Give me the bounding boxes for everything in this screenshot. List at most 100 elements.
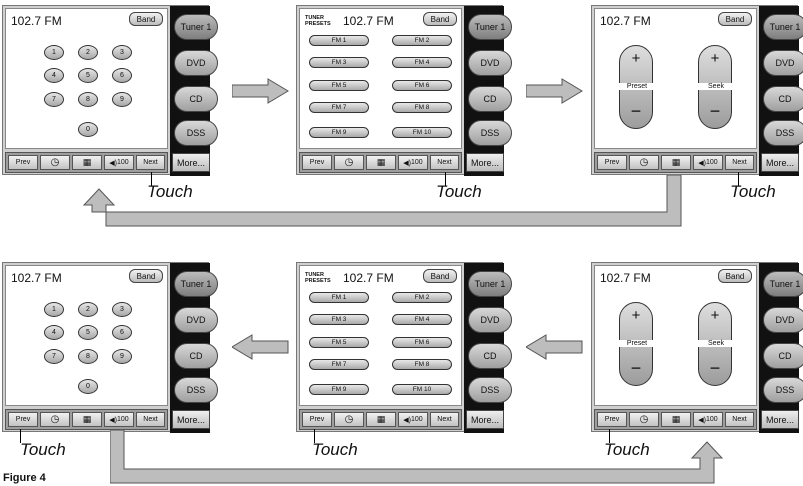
source-tuner-1-button[interactable]: Tuner 1 [763, 271, 803, 297]
source-cd-button[interactable]: CD [174, 343, 218, 369]
keypad-key-4[interactable]: 4 [44, 325, 64, 340]
preset-fm-5-button[interactable]: FM 5 [309, 337, 369, 348]
keypad-key-3[interactable]: 3 [112, 302, 132, 317]
remote-icon[interactable]: ▦ [72, 412, 102, 427]
volume-button[interactable]: ◀)100 [104, 155, 134, 170]
source-cd-button[interactable]: CD [468, 343, 512, 369]
source-dvd-button[interactable]: DVD [763, 50, 803, 76]
preset-rocker[interactable]: + Preset − [616, 302, 658, 386]
preset-up-button[interactable]: + [631, 50, 641, 67]
remote-icon[interactable]: ▦ [661, 155, 691, 170]
seek-rocker[interactable]: + Seek − [695, 302, 737, 386]
source-dvd-button[interactable]: DVD [763, 307, 803, 333]
remote-icon[interactable]: ▦ [72, 155, 102, 170]
keypad-key-6[interactable]: 6 [112, 325, 132, 340]
source-tuner-1-button[interactable]: Tuner 1 [468, 271, 512, 297]
source-dvd-button[interactable]: DVD [468, 50, 512, 76]
remote-icon[interactable]: ▦ [366, 412, 396, 427]
timer-icon[interactable]: ◷ [40, 155, 70, 170]
source-dss-button[interactable]: DSS [468, 377, 512, 403]
preset-fm-2-button[interactable]: FM 2 [392, 292, 452, 303]
next-button[interactable]: Next [136, 155, 165, 170]
preset-fm-8-button[interactable]: FM 8 [392, 102, 452, 113]
prev-button[interactable]: Prev [302, 155, 332, 170]
next-button[interactable]: Next [430, 412, 459, 427]
timer-icon[interactable]: ◷ [334, 155, 364, 170]
keypad-key-3[interactable]: 3 [112, 45, 132, 60]
source-dss-button[interactable]: DSS [174, 377, 218, 403]
source-tuner-1-button[interactable]: Tuner 1 [468, 14, 512, 40]
source-dss-button[interactable]: DSS [468, 120, 512, 146]
band-button[interactable]: Band [423, 12, 457, 26]
prev-button[interactable]: Prev [597, 412, 627, 427]
remote-icon[interactable]: ▦ [661, 412, 691, 427]
next-button[interactable]: Next [725, 412, 754, 427]
seek-rocker[interactable]: + Seek − [695, 45, 737, 129]
preset-down-button[interactable]: − [630, 101, 642, 121]
volume-button[interactable]: ◀)100 [104, 412, 134, 427]
volume-button[interactable]: ◀)100 [398, 412, 428, 427]
seek-down-button[interactable]: − [709, 358, 721, 378]
keypad-key-1[interactable]: 1 [44, 45, 64, 60]
preset-fm-4-button[interactable]: FM 4 [392, 57, 452, 68]
seek-up-button[interactable]: + [710, 307, 720, 324]
keypad-key-2[interactable]: 2 [78, 302, 98, 317]
next-button[interactable]: Next [725, 155, 754, 170]
preset-fm-3-button[interactable]: FM 3 [309, 314, 369, 325]
source-cd-button[interactable]: CD [174, 86, 218, 112]
preset-fm-4-button[interactable]: FM 4 [392, 314, 452, 325]
keypad-key-1[interactable]: 1 [44, 302, 64, 317]
timer-icon[interactable]: ◷ [629, 155, 659, 170]
preset-fm-1-button[interactable]: FM 1 [309, 35, 369, 46]
preset-fm-8-button[interactable]: FM 8 [392, 359, 452, 370]
band-button[interactable]: Band [129, 269, 163, 283]
prev-button[interactable]: Prev [8, 155, 38, 170]
more-button[interactable]: More... [172, 153, 210, 172]
timer-icon[interactable]: ◷ [334, 412, 364, 427]
keypad-key-8[interactable]: 8 [78, 92, 98, 107]
volume-button[interactable]: ◀)100 [693, 412, 723, 427]
preset-fm-1-button[interactable]: FM 1 [309, 292, 369, 303]
more-button[interactable]: More... [761, 410, 799, 429]
keypad-key-0[interactable]: 0 [78, 122, 98, 137]
preset-up-button[interactable]: + [631, 307, 641, 324]
prev-button[interactable]: Prev [302, 412, 332, 427]
seek-down-button[interactable]: − [709, 101, 721, 121]
more-button[interactable]: More... [172, 410, 210, 429]
volume-button[interactable]: ◀)100 [398, 155, 428, 170]
keypad-key-0[interactable]: 0 [78, 379, 98, 394]
source-dvd-button[interactable]: DVD [174, 50, 218, 76]
source-dvd-button[interactable]: DVD [468, 307, 512, 333]
band-button[interactable]: Band [718, 12, 752, 26]
keypad-key-6[interactable]: 6 [112, 68, 132, 83]
preset-down-button[interactable]: − [630, 358, 642, 378]
band-button[interactable]: Band [718, 269, 752, 283]
prev-button[interactable]: Prev [597, 155, 627, 170]
seek-up-button[interactable]: + [710, 50, 720, 67]
preset-fm-10-button[interactable]: FM 10 [392, 127, 452, 138]
source-tuner-1-button[interactable]: Tuner 1 [174, 14, 218, 40]
source-dss-button[interactable]: DSS [763, 377, 803, 403]
preset-fm-6-button[interactable]: FM 6 [392, 80, 452, 91]
source-dss-button[interactable]: DSS [174, 120, 218, 146]
keypad-key-9[interactable]: 9 [112, 92, 132, 107]
keypad-key-9[interactable]: 9 [112, 349, 132, 364]
preset-fm-9-button[interactable]: FM 9 [309, 127, 369, 138]
preset-fm-5-button[interactable]: FM 5 [309, 80, 369, 91]
more-button[interactable]: More... [761, 153, 799, 172]
preset-fm-9-button[interactable]: FM 9 [309, 384, 369, 395]
remote-icon[interactable]: ▦ [366, 155, 396, 170]
band-button[interactable]: Band [423, 269, 457, 283]
keypad-key-7[interactable]: 7 [44, 92, 64, 107]
preset-fm-10-button[interactable]: FM 10 [392, 384, 452, 395]
source-cd-button[interactable]: CD [468, 86, 512, 112]
more-button[interactable]: More... [466, 153, 504, 172]
preset-fm-7-button[interactable]: FM 7 [309, 359, 369, 370]
preset-fm-7-button[interactable]: FM 7 [309, 102, 369, 113]
timer-icon[interactable]: ◷ [40, 412, 70, 427]
source-tuner-1-button[interactable]: Tuner 1 [763, 14, 803, 40]
keypad-key-7[interactable]: 7 [44, 349, 64, 364]
preset-fm-2-button[interactable]: FM 2 [392, 35, 452, 46]
keypad-key-4[interactable]: 4 [44, 68, 64, 83]
preset-fm-3-button[interactable]: FM 3 [309, 57, 369, 68]
